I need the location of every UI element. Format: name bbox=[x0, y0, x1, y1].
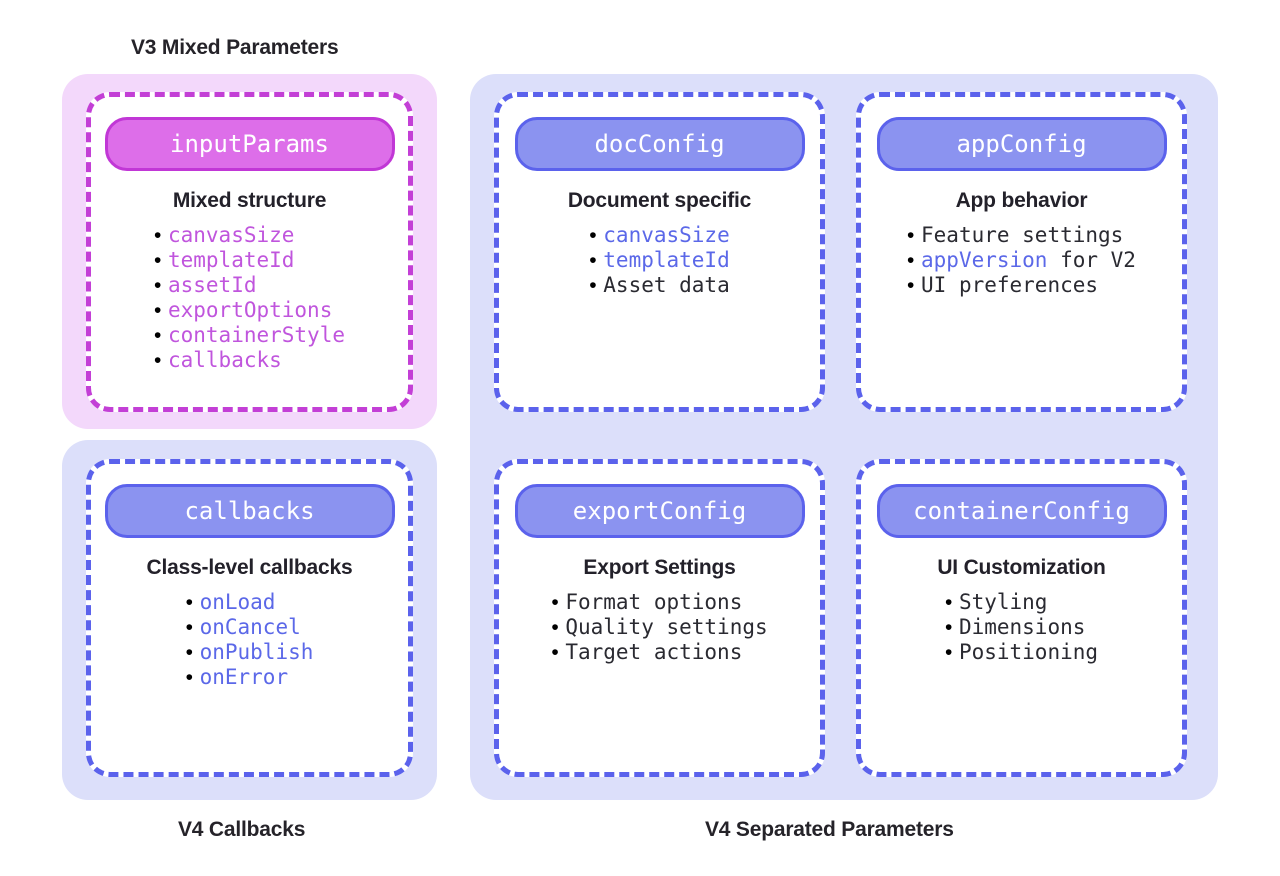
bullet-icon: • bbox=[944, 616, 953, 639]
bullet-icon: • bbox=[907, 224, 915, 247]
bullet-icon: • bbox=[153, 299, 162, 322]
bullet-icon: • bbox=[153, 349, 162, 372]
bullet-list-callbacks: • onLoad • onCancel • onPublish • onError bbox=[186, 590, 314, 690]
list-item-label: Target actions bbox=[565, 640, 743, 664]
card-title-doc-config: Document specific bbox=[567, 189, 752, 212]
bullet-icon: • bbox=[153, 249, 162, 272]
bullet-icon: • bbox=[589, 224, 597, 247]
card-title-export-config: Export Settings bbox=[583, 556, 736, 579]
list-item-label: Asset data bbox=[603, 273, 730, 297]
list-item: • Feature settings bbox=[907, 223, 1136, 248]
card-doc-config[interactable]: docConfig Document specific •canvasSize•… bbox=[494, 92, 825, 412]
list-item: • onLoad bbox=[186, 590, 314, 615]
list-item: • Target actions bbox=[551, 640, 767, 665]
bullet-list-doc-config: • canvasSize • templateId • Asset data bbox=[589, 223, 729, 298]
bullet-list-container-config: •Styling•Dimensions•Positioning bbox=[945, 590, 1098, 665]
bullet-icon: • bbox=[185, 591, 193, 614]
list-item: • onError bbox=[186, 665, 314, 690]
card-app-config[interactable]: appConfig App behavior • Feature settings… bbox=[856, 92, 1187, 412]
list-item: • Format options bbox=[551, 590, 767, 615]
list-item-label: assetId bbox=[167, 273, 257, 297]
list-item: •canvasSize bbox=[154, 223, 345, 248]
pill-doc-config: docConfig bbox=[514, 117, 805, 171]
caption-v3-mixed-parameters: V3 Mixed Parameters bbox=[131, 36, 339, 59]
list-item-label: templateId bbox=[603, 248, 730, 272]
list-item: • UI preferences bbox=[907, 273, 1136, 298]
list-item: •exportOptions bbox=[154, 298, 345, 323]
pill-input-params: inputParams bbox=[104, 117, 395, 171]
list-item-label: Dimensions bbox=[958, 615, 1086, 639]
list-item: •assetId bbox=[154, 273, 345, 298]
bullet-icon: • bbox=[944, 641, 953, 664]
list-item: • Asset data bbox=[589, 273, 729, 298]
list-item-label: canvasSize bbox=[167, 223, 295, 247]
list-item: • appVersion for V2 bbox=[907, 248, 1136, 273]
list-item-label: canvasSize bbox=[603, 223, 730, 247]
list-item: • onPublish bbox=[186, 640, 314, 665]
list-item: • templateId bbox=[589, 248, 729, 273]
list-item-label: Styling bbox=[958, 590, 1048, 614]
bullet-icon: • bbox=[589, 274, 597, 297]
bullet-icon: • bbox=[551, 591, 559, 614]
bullet-list-input-params: •canvasSize•templateId•assetId•exportOpt… bbox=[154, 223, 345, 373]
card-title-callbacks: Class-level callbacks bbox=[146, 556, 353, 579]
pill-container-config: containerConfig bbox=[876, 484, 1167, 538]
card-title-container-config: UI Customization bbox=[937, 556, 1106, 579]
list-item-label: exportOptions bbox=[167, 298, 333, 322]
list-item: •containerStyle bbox=[154, 323, 345, 348]
list-item: •Dimensions bbox=[945, 615, 1098, 640]
bullet-icon: • bbox=[185, 666, 193, 689]
card-container-config[interactable]: containerConfig UI Customization •Stylin… bbox=[856, 459, 1187, 777]
caption-v4-callbacks: V4 Callbacks bbox=[178, 818, 306, 841]
list-item-label: onLoad bbox=[199, 590, 276, 614]
list-item-label: onError bbox=[199, 665, 289, 689]
bullet-icon: • bbox=[551, 641, 559, 664]
list-item-label: UI preferences bbox=[921, 273, 1099, 297]
card-callbacks[interactable]: callbacks Class-level callbacks •onLoad•… bbox=[86, 459, 413, 777]
card-input-params[interactable]: inputParams Mixed structure •canvasSize•… bbox=[86, 92, 413, 412]
list-item: •templateId bbox=[154, 248, 345, 273]
bullet-icon: • bbox=[589, 249, 597, 272]
list-item-suffix: for V2 bbox=[1047, 248, 1136, 272]
bullet-list-export-config: • Format options • Quality settings • Target … bbox=[551, 590, 767, 665]
list-item-label: Quality settings bbox=[565, 615, 768, 639]
list-item: • canvasSize bbox=[589, 223, 729, 248]
list-item-label: callbacks bbox=[167, 348, 282, 372]
bullet-icon: • bbox=[153, 274, 162, 297]
list-item-label: Positioning bbox=[958, 640, 1099, 664]
list-item-label: templateId bbox=[167, 248, 295, 272]
list-item: • onCancel bbox=[186, 615, 314, 640]
list-item: • Quality settings bbox=[551, 615, 767, 640]
card-export-config[interactable]: exportConfig Export Settings • Format opt… bbox=[494, 459, 825, 777]
pill-app-config: appConfig bbox=[876, 117, 1167, 171]
list-item-label: appVersion bbox=[921, 248, 1048, 272]
caption-v4-separated-parameters: V4 Separated Parameters bbox=[705, 818, 954, 841]
pill-export-config: exportConfig bbox=[514, 484, 805, 538]
list-item-label: onPublish bbox=[199, 640, 314, 664]
bullet-icon: • bbox=[907, 249, 915, 272]
list-item-label: Feature settings bbox=[921, 223, 1124, 247]
list-item-label: onCancel bbox=[199, 615, 301, 639]
list-item-label: containerStyle bbox=[167, 323, 345, 347]
pill-callbacks: callbacks bbox=[104, 484, 395, 538]
bullet-icon: • bbox=[907, 274, 915, 297]
list-item-label: Format options bbox=[565, 590, 743, 614]
list-item: •Styling bbox=[945, 590, 1098, 615]
card-title-input-params: Mixed structure bbox=[172, 189, 327, 212]
list-item: •callbacks bbox=[154, 348, 345, 373]
card-title-app-config: App behavior bbox=[955, 189, 1088, 212]
bullet-icon: • bbox=[944, 591, 953, 614]
bullet-icon: • bbox=[185, 641, 193, 664]
bullet-icon: • bbox=[153, 224, 162, 247]
bullet-icon: • bbox=[551, 616, 559, 639]
bullet-icon: • bbox=[153, 324, 162, 347]
bullet-list-app-config: • Feature settings • appVersion for V2 • UI p… bbox=[907, 223, 1136, 298]
bullet-icon: • bbox=[185, 616, 193, 639]
list-item: •Positioning bbox=[945, 640, 1098, 665]
